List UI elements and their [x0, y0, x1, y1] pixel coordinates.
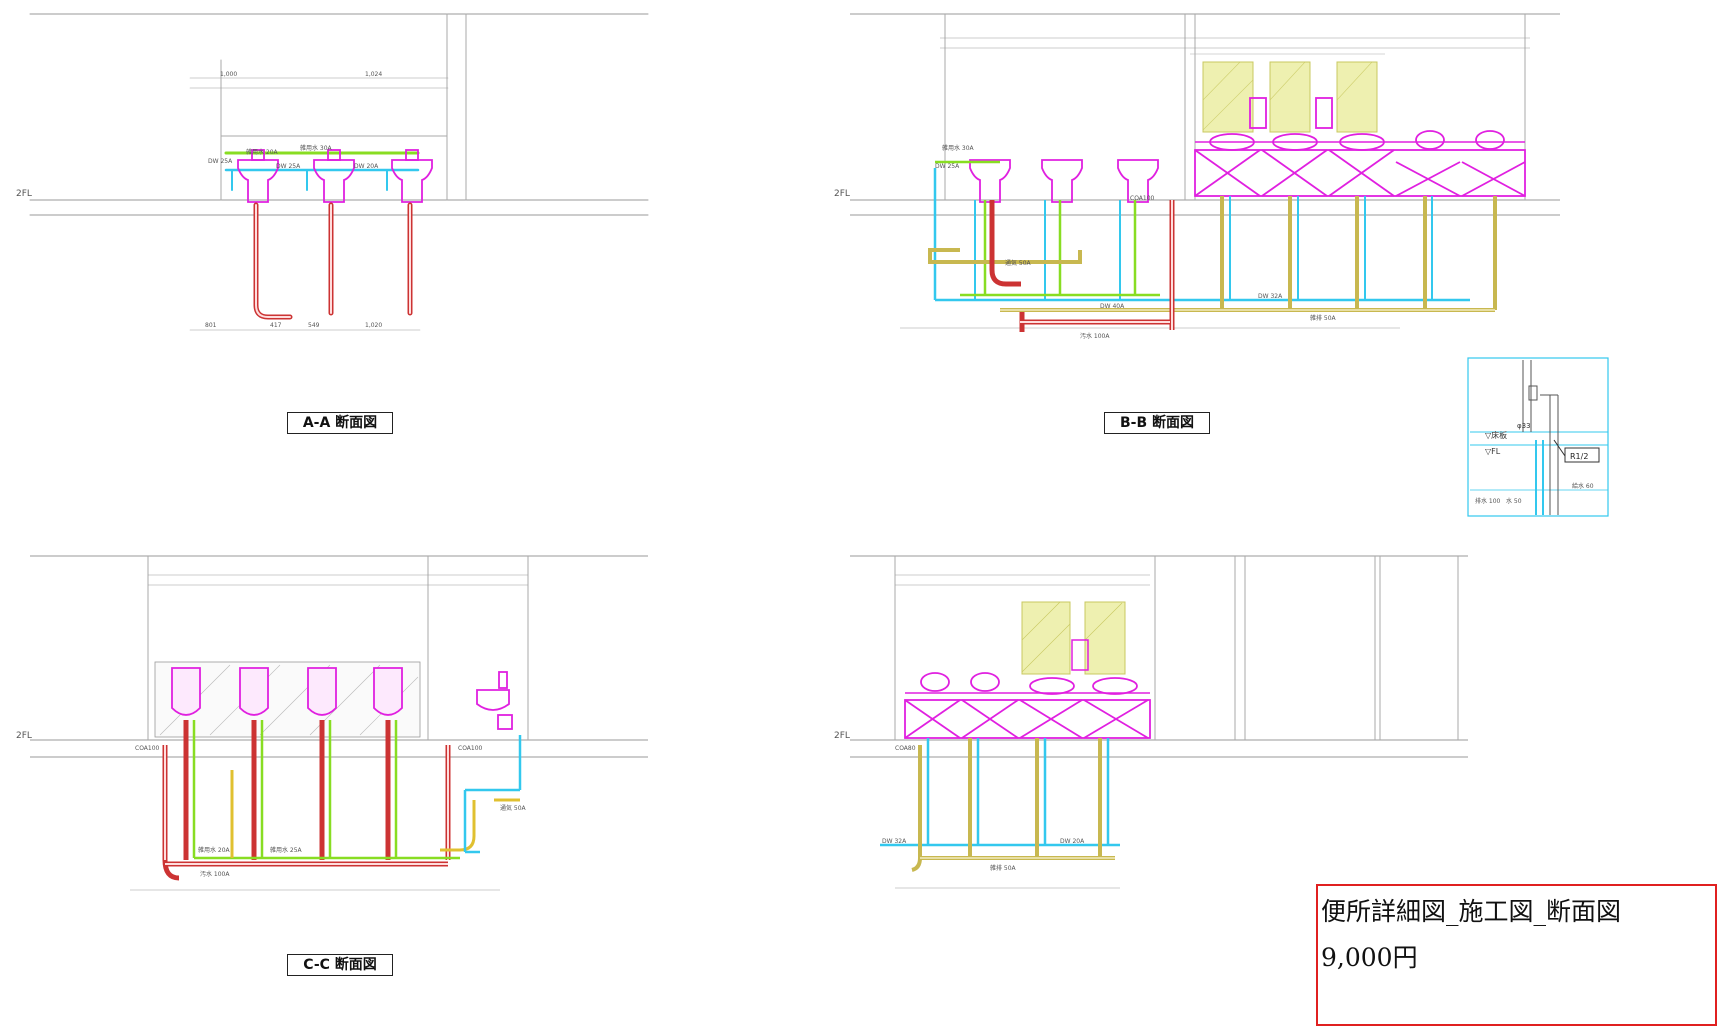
svg-text:1,000: 1,000 [220, 71, 237, 78]
bb-label-sewage: 汚水 100A [1080, 332, 1110, 340]
section-label-aa: A-A 断面図 [287, 412, 393, 434]
detail-supply: 給水 60 [1572, 482, 1594, 490]
svg-text:801: 801 [205, 322, 217, 329]
cc-label-misc-water: 雑用水 20A [198, 846, 231, 854]
detail-thread: R1/2 [1570, 452, 1588, 461]
section-bb-drawing: 2FL [834, 13, 1560, 340]
aa-label-dw-left: DW 25A [208, 158, 233, 165]
detail-drain-right: 水 50 [1506, 497, 1522, 505]
cc-label-sewage: 汚水 100A [200, 870, 230, 878]
aa-label-misc-water-30: 雑用水 30A [300, 144, 333, 152]
fl-mark-aa: 2FL [16, 189, 32, 199]
bb-label-misc-drain: 雑排 50A [1310, 314, 1337, 322]
section-cc-drawing: 2FL [16, 555, 648, 891]
svg-text:1,024: 1,024 [365, 71, 382, 78]
cc-label-coa-right: COA100 [458, 745, 483, 752]
fl-mark-bb: 2FL [834, 189, 850, 199]
d-label-misc-drain: 雑排 50A [990, 864, 1017, 872]
d-label-dw20: DW 20A [1060, 838, 1085, 845]
listing-price-box: 便所詳細図_施工図_断面図 9,000円 [1316, 884, 1717, 1026]
listing-title: 便所詳細図_施工図_断面図 [1321, 897, 1622, 926]
detail-floor-board: ▽床板 [1485, 430, 1507, 440]
svg-text:549: 549 [308, 322, 320, 329]
d-label-dw32: DW 32A [882, 838, 907, 845]
detail-drawing: R1/2 ▽床板 ▽FL φ33 排水 100 水 50 給水 60 [1467, 357, 1609, 517]
bb-label-vent: 通気 50A [1005, 259, 1032, 267]
detail-drain-left: 排水 100 [1475, 497, 1501, 505]
d-label-coa: COA80 [895, 745, 916, 752]
section-aa-drawing: 1,000 1,024 801 417 549 1,020 2FL [16, 13, 649, 331]
fl-mark-d: 2FL [834, 731, 850, 741]
svg-text:417: 417 [270, 322, 282, 329]
bb-label-dw: DW 25A [935, 163, 960, 170]
cc-label-vent: 通気 50A [500, 804, 527, 812]
listing-price: 9,000円 [1321, 943, 1418, 972]
aa-label-misc-water: 雑用水 20A [246, 148, 279, 156]
section-label-bb: B-B 断面図 [1104, 412, 1210, 434]
bb-label-dw32: DW 32A [1258, 293, 1283, 300]
section-d-drawing: 2FL [834, 555, 1468, 889]
detail-diameter: φ33 [1517, 422, 1531, 430]
fl-mark-cc: 2FL [16, 731, 32, 741]
bb-label-misc-water: 雑用水 30A [942, 144, 975, 152]
aa-label-dw-20: DW 20A [354, 163, 379, 170]
detail-floor-level: ▽FL [1485, 447, 1501, 456]
section-label-cc: C-C 断面図 [287, 954, 393, 976]
bb-label-dw40: DW 40A [1100, 303, 1125, 310]
cc-label-coa: COA100 [135, 745, 160, 752]
cc-label-misc-water-25: 雑用水 25A [270, 846, 303, 854]
aa-label-dw-25: DW 25A [276, 163, 301, 170]
svg-text:1,020: 1,020 [365, 322, 382, 329]
bb-label-coa: COA100 [1130, 195, 1155, 202]
